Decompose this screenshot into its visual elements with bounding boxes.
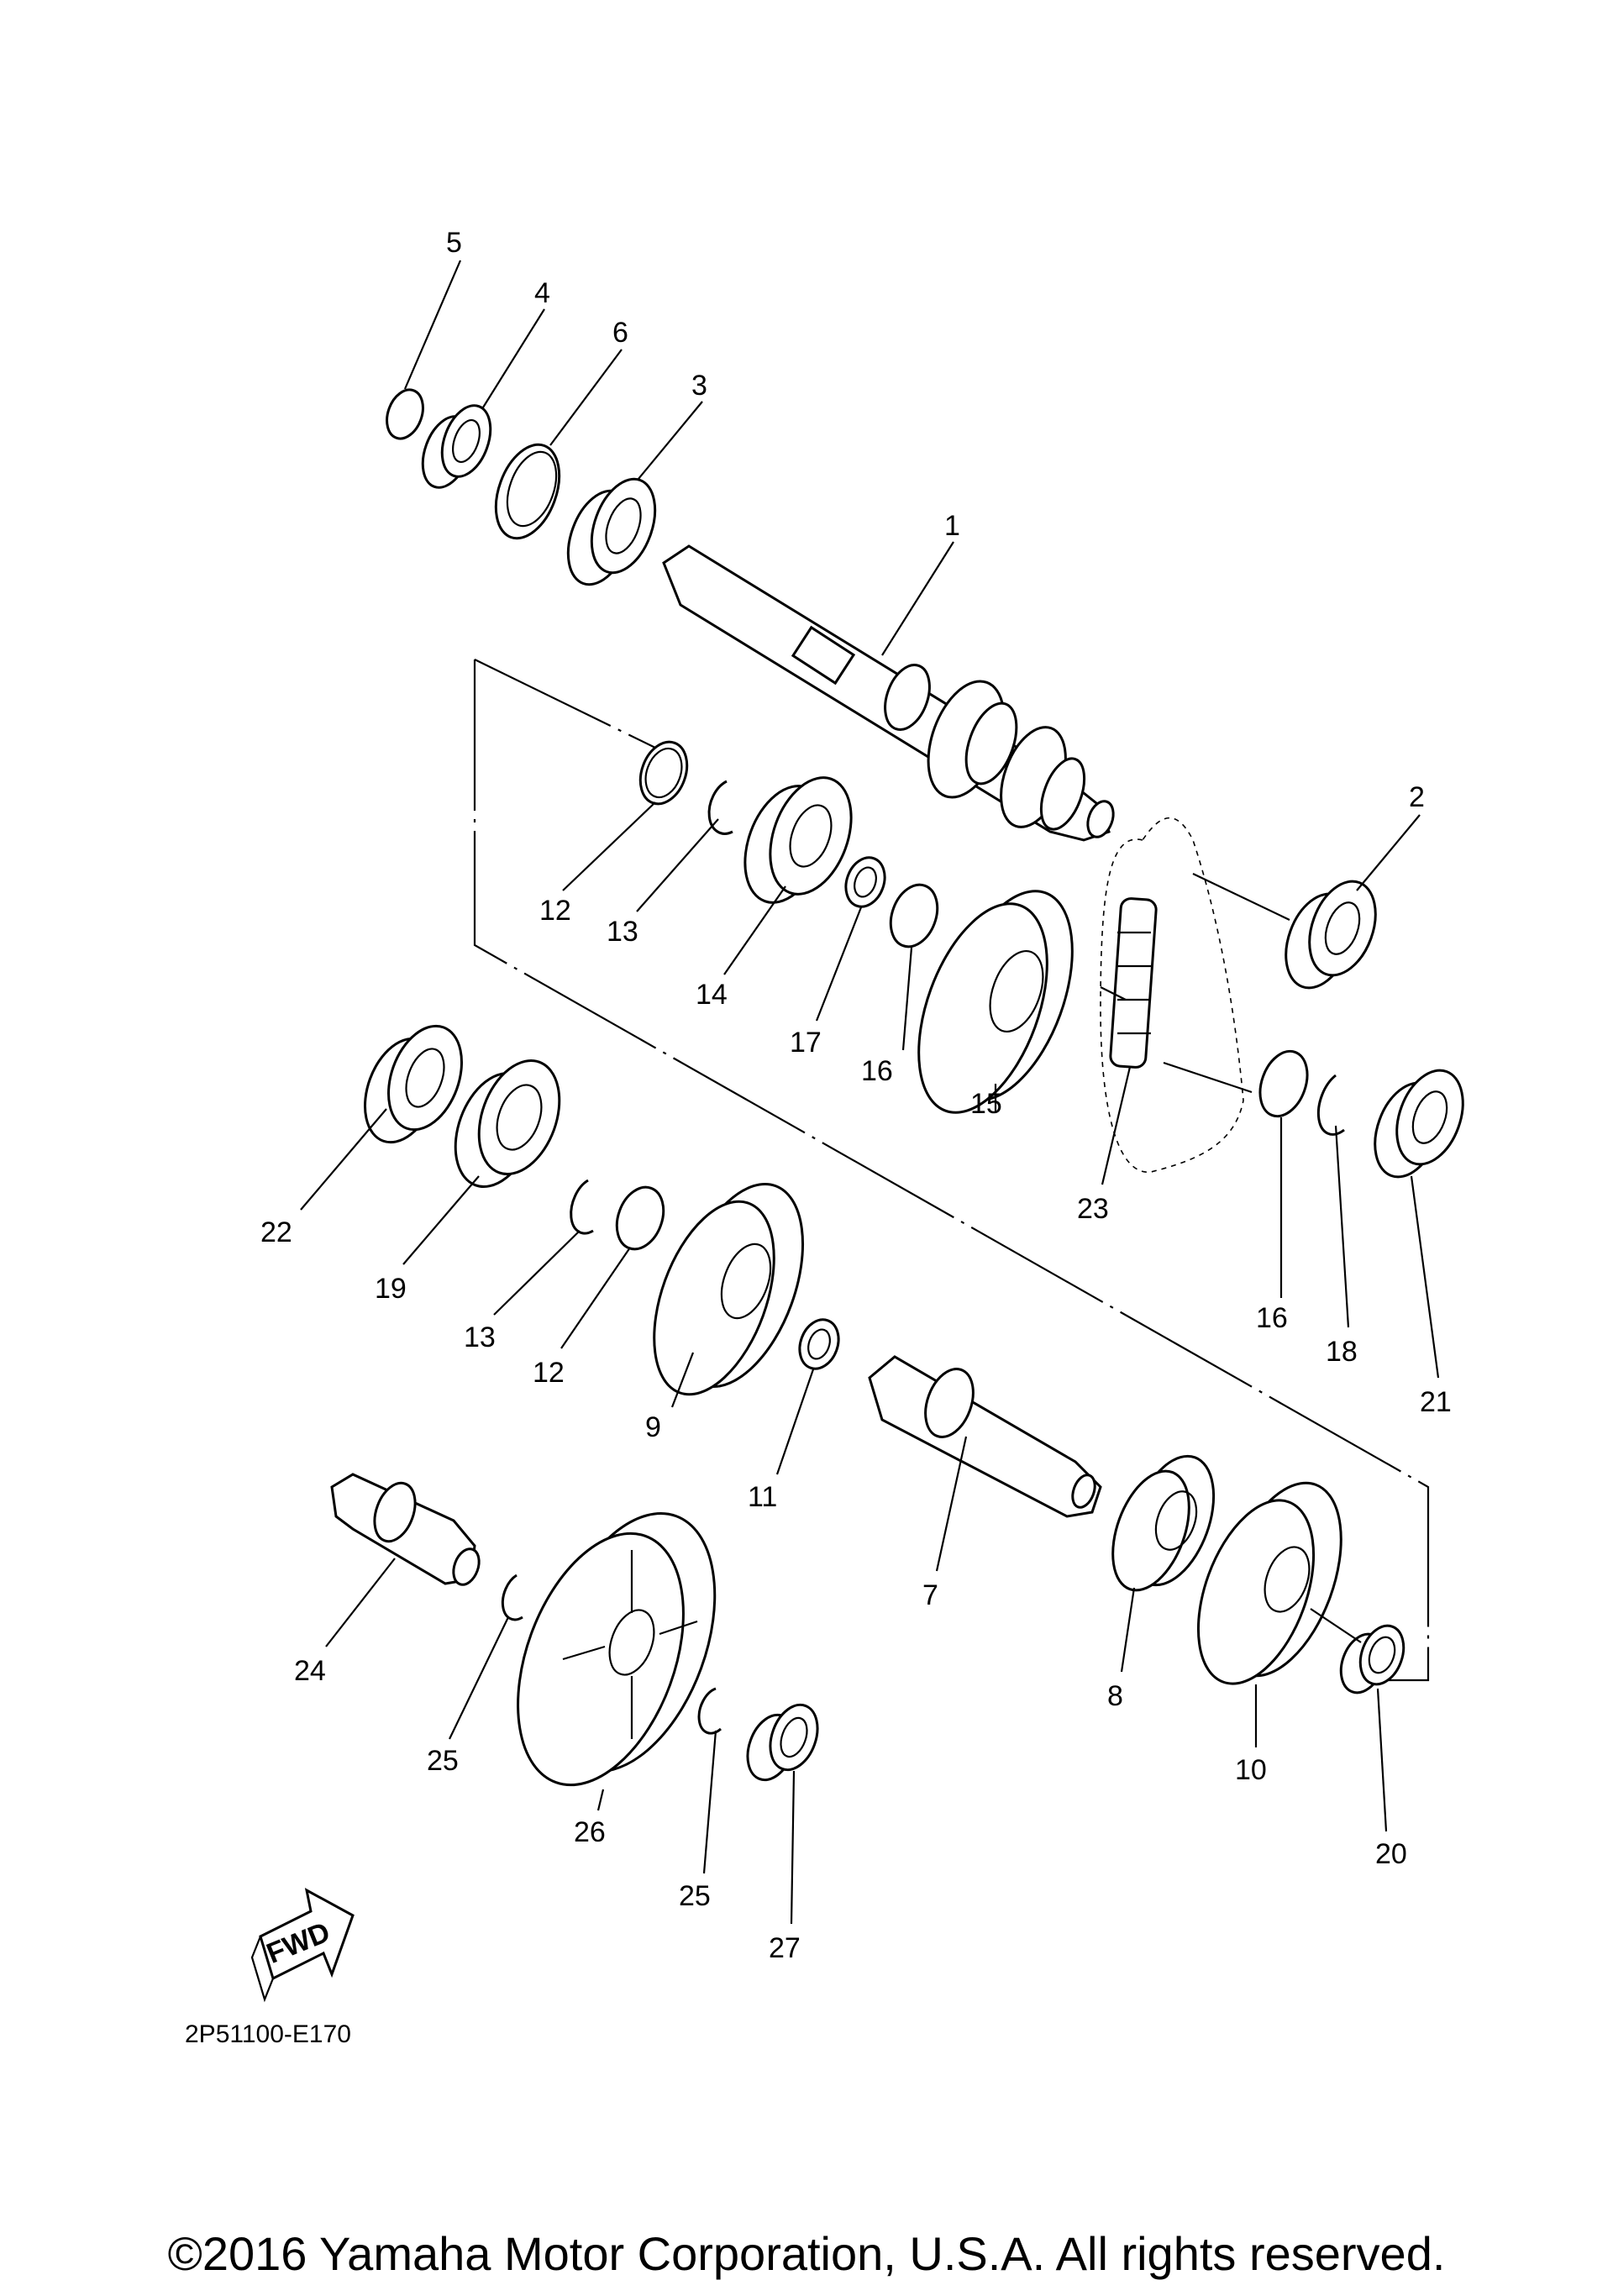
part-1-main-axle [662,544,1115,842]
callout-12-upper: 12 [539,895,571,927]
callout-22: 22 [260,1216,292,1248]
callout-15: 15 [970,1088,1002,1120]
part-2-bearing [1285,880,1377,990]
callout-numbers: 5 4 6 3 1 2 12 13 14 17 16 15 23 16 18 2… [260,227,1452,1964]
part-12-washer-lower [615,1185,665,1251]
callout-14: 14 [696,979,728,1011]
callout-24: 24 [294,1655,326,1687]
assembly-bracket [473,659,1430,1682]
part-12-washer-upper [638,740,689,806]
part-25-circlip-right [697,1687,722,1735]
copyright-notice: ©2016 Yamaha Motor Corporation, U.S.A. A… [167,2227,1446,2280]
part-11-needle-bearing [798,1318,840,1370]
callout-9: 9 [645,1411,661,1443]
callout-16-right: 16 [1256,1302,1288,1334]
callout-25-left: 25 [427,1745,459,1777]
part-23-chain [1100,817,1244,1173]
part-18-circlip [1316,1074,1345,1136]
callout-19: 19 [375,1273,407,1305]
callout-8: 8 [1107,1680,1123,1712]
callout-16-upper: 16 [861,1055,893,1087]
part-24-shaft [330,1473,481,1586]
callout-27: 27 [769,1932,801,1964]
part-21-bearing [1374,1069,1464,1179]
callout-21: 21 [1420,1386,1452,1418]
callout-4: 4 [534,277,550,309]
callout-18: 18 [1326,1336,1358,1368]
connector-lines [1100,873,1362,1643]
part-20-collar [1339,1624,1405,1694]
fwd-arrow-icon: FWD [250,1888,355,2003]
callout-1: 1 [944,510,960,542]
part-7-drive-axle [868,1355,1102,1518]
part-16-washer-right [1258,1049,1309,1118]
part-14-gear [743,776,853,904]
leader-lines [300,260,1440,1925]
callout-25-right: 25 [679,1880,711,1912]
part-25-circlip-left [501,1574,523,1621]
part-10-gear [1196,1481,1342,1685]
callout-2: 2 [1409,781,1425,813]
diagram-code: 2P51100-E170 [185,2020,351,2048]
main-axle-gears [927,680,1086,831]
callout-5: 5 [446,227,462,259]
callout-10: 10 [1235,1754,1267,1786]
part-15-gear [917,890,1074,1114]
part-13-circlip-upper [707,780,733,835]
part-19-dog-clutch [454,1059,561,1188]
part-17-needle-bearing [844,856,886,908]
part-3-bearing [566,477,657,586]
callout-12-lower: 12 [533,1357,565,1389]
part-6-oil-seal [494,443,561,540]
callout-13-lower: 13 [464,1321,496,1353]
callout-20: 20 [1375,1838,1407,1870]
part-9-gear [653,1182,805,1396]
part-22-bearing [364,1024,463,1144]
part-27-bearing [746,1703,819,1782]
callout-3: 3 [691,370,707,402]
part-16-washer-upper [889,883,939,948]
callout-26: 26 [574,1816,606,1848]
callout-11: 11 [748,1481,777,1513]
callout-6: 6 [612,317,628,349]
part-5-circlip [386,388,424,440]
callout-17: 17 [790,1027,822,1059]
part-8-gear [1111,1454,1216,1592]
part-4-bearing [421,404,492,489]
callout-13-upper: 13 [607,916,638,948]
part-13-circlip-lower [570,1179,594,1235]
callout-7: 7 [922,1579,938,1611]
part-26-large-gear [517,1512,717,1787]
callout-23: 23 [1077,1193,1109,1225]
